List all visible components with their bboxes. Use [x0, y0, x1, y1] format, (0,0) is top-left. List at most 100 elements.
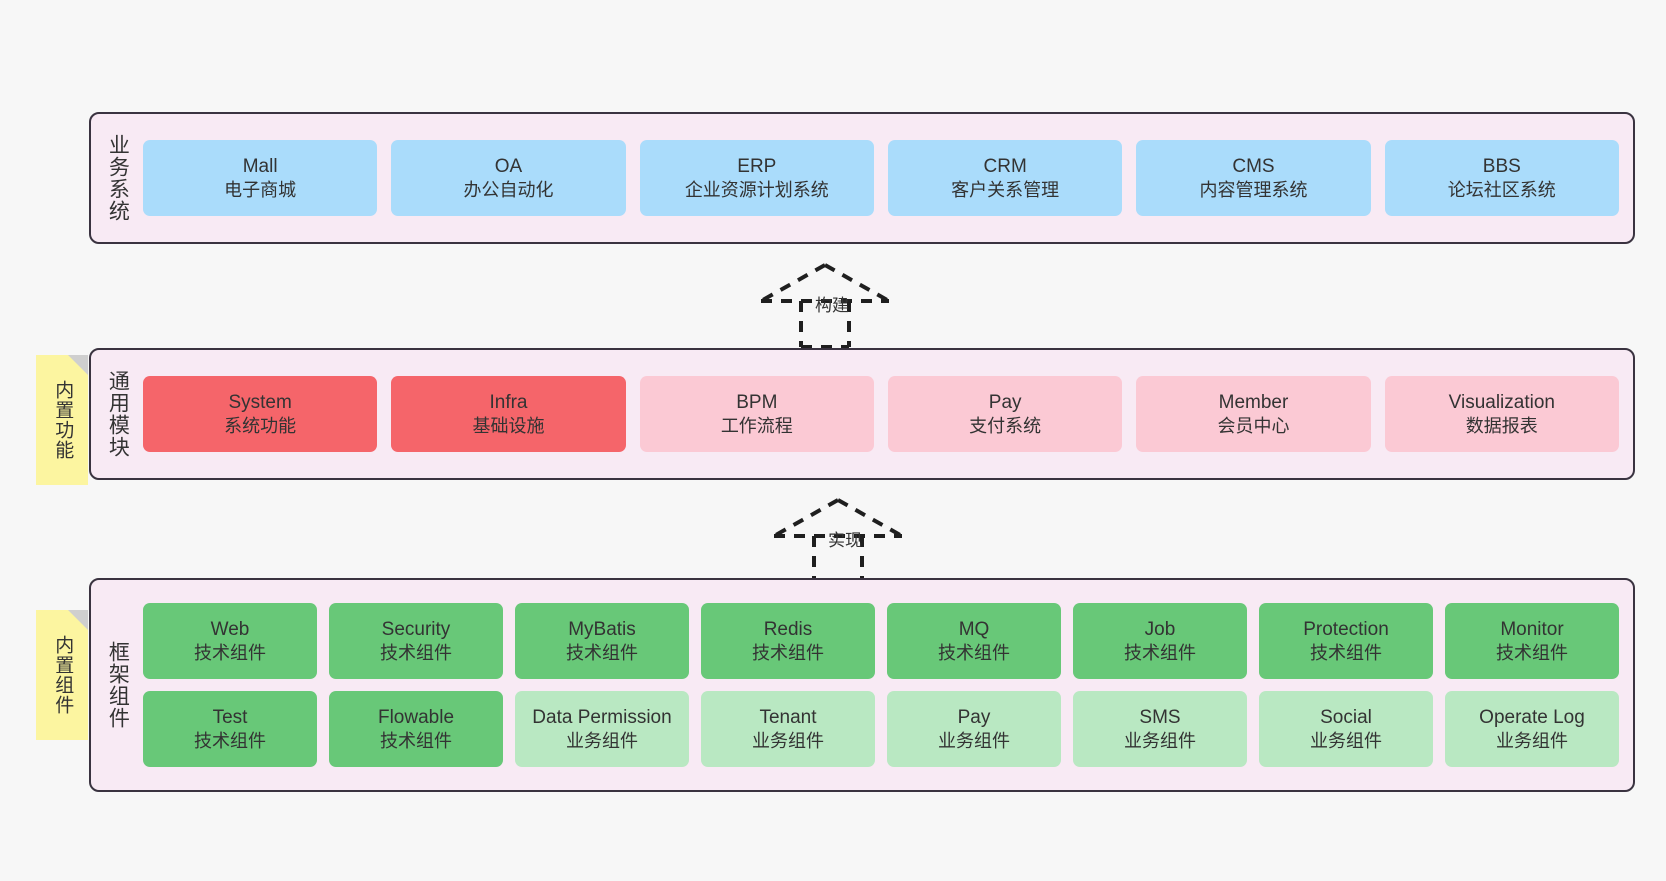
card-title-cn: 业务组件	[1496, 730, 1568, 751]
card-title-en: Test	[212, 706, 248, 728]
card-title-cn: 技术组件	[1310, 642, 1382, 663]
card-title-cn: 技术组件	[380, 730, 452, 751]
card-title-cn: 业务组件	[1310, 730, 1382, 751]
card-title-cn: 技术组件	[194, 730, 266, 751]
note-fold-corner-icon	[68, 610, 88, 630]
card-title-en: Social	[1320, 706, 1372, 728]
layer-body-business-system: Mall 电子商城 OA 办公自动化 ERP 企业资源计划系统 CRM 客户关系…	[143, 114, 1633, 242]
layer-body-common-module: System 系统功能 Infra 基础设施 BPM 工作流程 Pay 支付系统…	[143, 350, 1633, 478]
common-module-row: System 系统功能 Infra 基础设施 BPM 工作流程 Pay 支付系统…	[143, 376, 1619, 452]
card-social[interactable]: Social 业务组件	[1259, 691, 1433, 767]
card-system[interactable]: System 系统功能	[143, 376, 378, 452]
card-visualization[interactable]: Visualization 数据报表	[1384, 376, 1619, 452]
card-protection[interactable]: Protection 技术组件	[1259, 603, 1433, 679]
card-pay-module[interactable]: Pay 支付系统	[887, 376, 1123, 452]
card-test[interactable]: Test 技术组件	[143, 691, 317, 767]
card-pay-component[interactable]: Pay 业务组件	[887, 691, 1061, 767]
card-title-en: Data Permission	[532, 706, 672, 728]
card-title-cn: 技术组件	[194, 642, 266, 663]
card-title-cn: 数据报表	[1465, 415, 1538, 436]
card-tenant[interactable]: Tenant 业务组件	[701, 691, 875, 767]
card-title-cn: 论坛社区系统	[1447, 179, 1556, 200]
card-title-en: CMS	[1232, 155, 1275, 177]
note-fold-corner-icon	[68, 355, 88, 375]
note-builtin-function-label: 内置功能	[52, 380, 74, 460]
card-title-cn: 业务组件	[938, 730, 1010, 751]
card-title-en: Pay	[988, 391, 1022, 413]
card-title-cn: 办公自动化	[463, 179, 554, 200]
card-title-cn: 技术组件	[752, 642, 824, 663]
connector-implement-label: 实现	[828, 531, 862, 550]
connector-build-label: 构建	[815, 296, 849, 315]
card-title-cn: 客户关系管理	[951, 179, 1060, 200]
card-title-cn: 基础设施	[472, 415, 545, 436]
note-builtin-component: 内置组件	[36, 610, 88, 740]
card-cms[interactable]: CMS 内容管理系统	[1136, 140, 1371, 216]
card-sms[interactable]: SMS 业务组件	[1073, 691, 1247, 767]
layer-body-framework-component: Web 技术组件 Security 技术组件 MyBatis 技术组件 Redi…	[143, 580, 1633, 790]
layer-title-framework-component: 框架组件	[106, 641, 130, 729]
card-title-cn: 业务组件	[566, 730, 638, 751]
card-crm[interactable]: CRM 客户关系管理	[887, 140, 1123, 216]
card-title-cn: 业务组件	[752, 730, 824, 751]
card-title-en: OA	[494, 155, 523, 177]
card-member[interactable]: Member 会员中心	[1136, 376, 1371, 452]
card-title-cn: 技术组件	[566, 642, 638, 663]
card-title-en: MQ	[958, 618, 990, 640]
framework-biz-row: Test 技术组件 Flowable 技术组件 Data Permission …	[143, 691, 1619, 767]
card-bbs[interactable]: BBS 论坛社区系统	[1384, 140, 1619, 216]
card-title-cn: 电子商城	[224, 179, 297, 200]
card-oa[interactable]: OA 办公自动化	[391, 140, 626, 216]
card-title-en: MyBatis	[568, 618, 636, 640]
layer-common-module: 通用模块 System 系统功能 Infra 基础设施 BPM 工作流程 Pay…	[89, 348, 1635, 480]
note-builtin-component-label: 内置组件	[52, 635, 74, 715]
card-flowable[interactable]: Flowable 技术组件	[329, 691, 503, 767]
card-title-en: BBS	[1482, 155, 1521, 177]
card-mq[interactable]: MQ 技术组件	[887, 603, 1061, 679]
card-title-cn: 内容管理系统	[1199, 179, 1308, 200]
card-mall[interactable]: Mall 电子商城	[143, 140, 378, 216]
card-title-cn: 业务组件	[1124, 730, 1196, 751]
card-title-cn: 系统功能	[224, 415, 297, 436]
card-title-en: Flowable	[377, 706, 455, 728]
card-title-en: Operate Log	[1479, 706, 1585, 728]
card-title-en: Visualization	[1448, 391, 1555, 413]
card-title-en: BPM	[736, 391, 778, 413]
card-erp[interactable]: ERP 企业资源计划系统	[639, 140, 874, 216]
card-mybatis[interactable]: MyBatis 技术组件	[515, 603, 689, 679]
card-title-en: Member	[1218, 391, 1289, 413]
card-title-cn: 技术组件	[1496, 642, 1568, 663]
card-monitor[interactable]: Monitor 技术组件	[1445, 603, 1619, 679]
card-title-en: Protection	[1303, 618, 1389, 640]
card-title-en: Job	[1144, 618, 1176, 640]
card-title-en: Monitor	[1500, 618, 1564, 640]
layer-title-common-module: 通用模块	[106, 370, 130, 458]
card-data-permission[interactable]: Data Permission 业务组件	[515, 691, 689, 767]
card-infra[interactable]: Infra 基础设施	[391, 376, 626, 452]
card-title-en: Pay	[957, 706, 991, 728]
card-title-en: Web	[210, 618, 250, 640]
business-system-row: Mall 电子商城 OA 办公自动化 ERP 企业资源计划系统 CRM 客户关系…	[143, 140, 1619, 216]
card-title-en: Infra	[489, 391, 528, 413]
card-title-cn: 会员中心	[1217, 415, 1290, 436]
card-job[interactable]: Job 技术组件	[1073, 603, 1247, 679]
card-title-cn: 企业资源计划系统	[684, 179, 829, 200]
card-redis[interactable]: Redis 技术组件	[701, 603, 875, 679]
card-title-cn: 技术组件	[380, 642, 452, 663]
card-title-cn: 工作流程	[720, 415, 793, 436]
card-title-en: Mall	[242, 155, 278, 177]
layer-business-system: 业务系统 Mall 电子商城 OA 办公自动化 ERP 企业资源计划系统 CRM…	[89, 112, 1635, 244]
card-web[interactable]: Web 技术组件	[143, 603, 317, 679]
card-bpm[interactable]: BPM 工作流程	[639, 376, 874, 452]
card-title-en: Redis	[763, 618, 813, 640]
card-title-cn: 技术组件	[1124, 642, 1196, 663]
connector-implement-arrow: 实现	[768, 490, 968, 585]
card-security[interactable]: Security 技术组件	[329, 603, 503, 679]
card-operate-log[interactable]: Operate Log 业务组件	[1445, 691, 1619, 767]
card-title-en: Tenant	[759, 706, 817, 728]
card-title-cn: 技术组件	[938, 642, 1010, 663]
card-title-en: Security	[381, 618, 451, 640]
note-builtin-function: 内置功能	[36, 355, 88, 485]
card-title-en: System	[228, 391, 292, 413]
